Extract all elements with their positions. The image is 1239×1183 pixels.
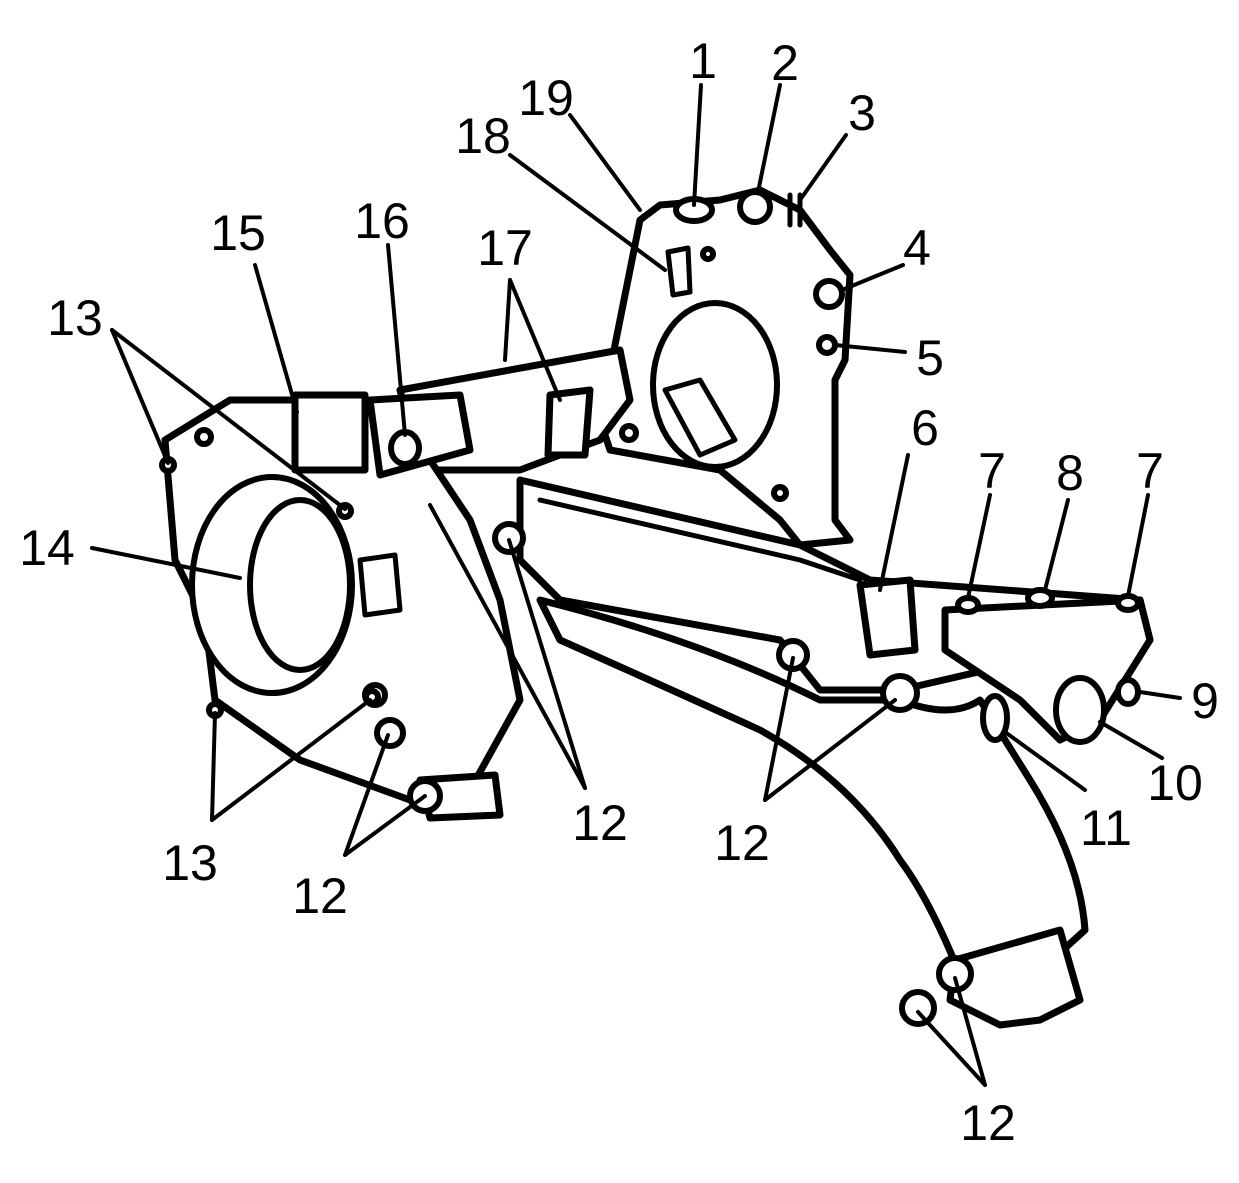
hole-tower-b [619, 423, 639, 443]
flange-hole-10 [1053, 675, 1107, 745]
callout-12-left: 12 [292, 868, 348, 924]
bolt-boss-h [936, 955, 974, 993]
callout-10: 10 [1147, 755, 1203, 811]
callout-13-top: 13 [47, 290, 103, 346]
hole-11 [980, 693, 1010, 743]
leader-16 [386, 243, 407, 437]
leader-17a [503, 278, 512, 362]
fitting-2 [737, 189, 773, 225]
leader-3 [798, 133, 848, 202]
callout-14: 14 [19, 520, 75, 576]
leader-10 [1098, 720, 1164, 760]
leader-13a [110, 328, 170, 465]
callout-16: 16 [354, 193, 410, 249]
callout-3: 3 [848, 85, 876, 141]
callout-5: 5 [916, 330, 944, 386]
bolt-boss-e [776, 638, 810, 672]
callout-6: 6 [911, 400, 939, 456]
callout-1: 1 [689, 33, 717, 89]
callout-7-right: 7 [1136, 443, 1164, 499]
tower-opening-inner [662, 377, 738, 458]
leader-12d-1 [916, 1010, 987, 1087]
leader-7a [966, 493, 992, 600]
leader-12c-2 [763, 698, 897, 802]
hole-5 [816, 334, 838, 356]
leader-15 [253, 263, 299, 414]
leader-11 [1003, 730, 1087, 792]
engine-block-drawing [159, 186, 1154, 1029]
hole-housing [194, 427, 214, 447]
leader-14 [90, 546, 242, 580]
hole-4 [813, 278, 845, 310]
hole-7a [955, 595, 981, 615]
leader-lines [90, 83, 1182, 1087]
callout-4: 4 [903, 220, 931, 276]
hole-8 [1025, 587, 1055, 609]
callout-18: 18 [455, 108, 511, 164]
callout-17: 17 [477, 220, 533, 276]
leader-4 [840, 263, 905, 292]
callout-8: 8 [1056, 445, 1084, 501]
callout-labels: 1 2 3 4 5 6 7 8 7 9 10 11 12 12 12 12 13… [19, 33, 1219, 1151]
leader-12a-2 [343, 794, 427, 857]
leader-13b [110, 328, 347, 511]
hole-tower-c [771, 484, 789, 502]
leader-1 [692, 83, 703, 207]
leader-12d-2 [953, 976, 987, 1087]
leader-13c [210, 711, 217, 822]
bolt-boss-g [899, 989, 937, 1027]
leader-7b [1126, 493, 1150, 598]
hole-tower-a [700, 246, 716, 262]
callout-7-left: 7 [978, 443, 1006, 499]
bearing-ring-inner [247, 497, 353, 673]
flange-hole-9 [1115, 677, 1141, 707]
leader-9 [1138, 690, 1182, 700]
leader-12a-1 [343, 733, 390, 857]
callout-9: 9 [1191, 673, 1219, 729]
leader-18 [508, 153, 667, 272]
callout-11: 11 [1080, 800, 1132, 856]
leader-8 [1043, 498, 1070, 592]
tower-opening [650, 300, 780, 470]
leader-13d [210, 698, 372, 822]
callout-2: 2 [771, 35, 799, 91]
leader-19 [568, 113, 642, 212]
bolt-boss-c [374, 717, 406, 749]
callout-12-right: 12 [714, 815, 770, 871]
rear-foot [946, 926, 1084, 1029]
callout-15: 15 [210, 205, 266, 261]
bracket-17 [544, 386, 594, 459]
leader-12c-1 [763, 656, 795, 802]
coolant-pipe [291, 391, 369, 474]
tower-6 [856, 576, 919, 659]
leader-2 [756, 83, 782, 194]
leader-6 [878, 453, 910, 592]
callout-12-center: 12 [572, 795, 628, 851]
hole-7b [1115, 593, 1141, 613]
leader-12b-2 [507, 538, 587, 790]
callout-19: 19 [518, 70, 574, 126]
callout-12-bottom: 12 [960, 1095, 1016, 1151]
leader-5 [833, 343, 907, 354]
leader-17b [508, 278, 562, 402]
slot-18 [665, 245, 693, 298]
housing-detail [357, 552, 403, 618]
leader-12b-1 [428, 503, 587, 790]
rail-edge [537, 497, 863, 583]
callout-13-bottom: 13 [162, 835, 218, 891]
